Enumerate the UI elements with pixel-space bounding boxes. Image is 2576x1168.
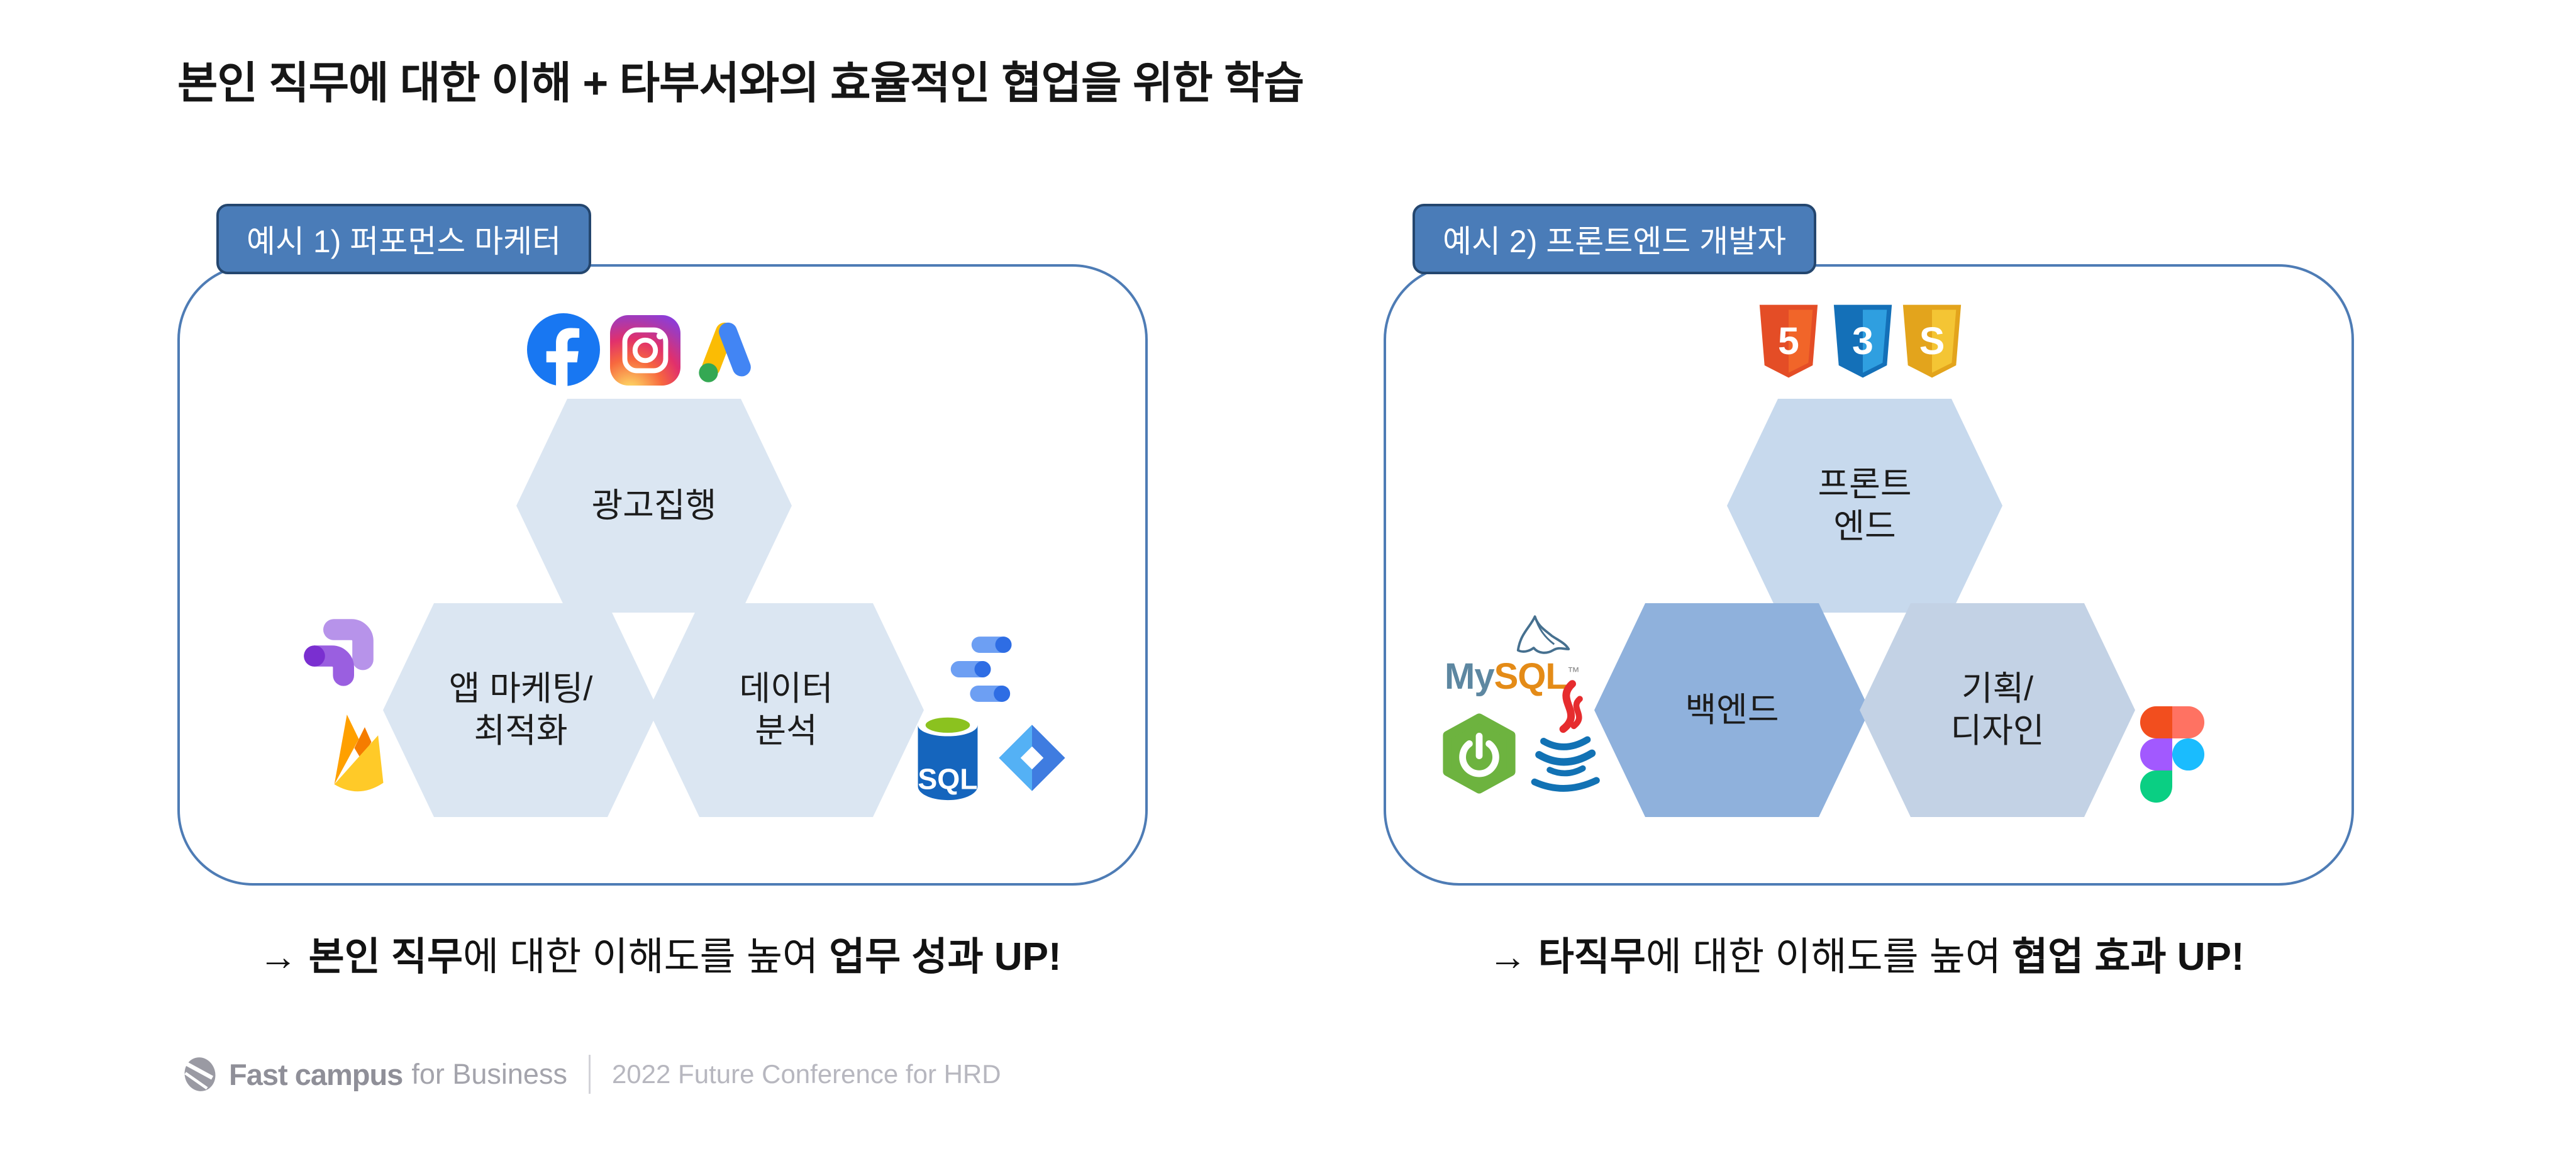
hexagon-app-marketing: 앱 마케팅/ 최적화 (383, 603, 658, 817)
spring-boot-icon (1438, 712, 1521, 795)
mysql-tm: ™ (1567, 665, 1580, 679)
hexagon-label-line1: 데이터 (739, 670, 833, 708)
conference-label: 2022 Future Conference for HRD (611, 1059, 1001, 1089)
css3-label: 3 (1852, 320, 1874, 362)
hexagon-label-line2: 디자인 (1950, 712, 2045, 750)
hexagon-label-line1: 앱 마케팅/ (448, 670, 593, 708)
caption-bold: 업무 성과 UP! (829, 935, 1062, 979)
javascript-shield-icon: S (1898, 303, 1966, 381)
azure-sql-icon: SQL (909, 706, 986, 806)
java-icon (1527, 678, 1602, 801)
html5-icon: 5 (1755, 303, 1823, 381)
hexagon-backend: 백엔드 (1594, 603, 1870, 817)
caption-bold: 타직무 (1538, 935, 1646, 979)
arrow-glyph: → (1488, 935, 1538, 979)
sql-label: SQL (918, 762, 977, 795)
hexagon-planning-design: 기획/ 디자인 (1860, 603, 2135, 817)
arrow-glyph: → (258, 935, 309, 979)
mysql-my: My (1445, 656, 1495, 697)
panel2-label: 예시 2) 프론트엔드 개발자 (1413, 204, 1817, 274)
panel2-caption: → 타직무에 대한 이해도를 높여 협업 효과 UP! (1384, 925, 2349, 981)
footer-divider (588, 1055, 591, 1094)
mysql-wordmark: MySQL™ (1445, 655, 1580, 698)
page-title: 본인 직무에 대한 이해 + 타부서와의 효율적인 협업을 위한 학습 (177, 58, 1304, 108)
figma-icon (2138, 703, 2206, 805)
firebase-icon (319, 706, 394, 805)
app-attribution-icon (297, 611, 385, 701)
hexagon-label-line2: 분석 (755, 712, 818, 750)
fastcampus-logo-icon (184, 1057, 216, 1091)
panel1-label: 예시 1) 퍼포먼스 마케터 (216, 204, 592, 274)
footer: Fast campus for Business 2022 Future Con… (182, 1049, 1001, 1099)
mysql-sql: SQL (1494, 656, 1568, 697)
mysql-dolphin-icon (1500, 609, 1572, 660)
hexagon-frontend: 프론트 엔드 (1727, 399, 2002, 613)
google-tag-manager-icon (995, 721, 1069, 795)
caption-text: 에 대한 이해도를 높여 (1645, 935, 2012, 979)
html5-label: 5 (1778, 320, 1799, 362)
panel1-caption: → 본인 직무에 대한 이해도를 높여 업무 성과 UP! (177, 925, 1143, 981)
hexagon-label-line2: 최적화 (474, 712, 568, 750)
instagram-icon (610, 315, 680, 386)
hexagon-label-line1: 기획/ (1961, 670, 2034, 708)
for-business-label: for Business (411, 1058, 567, 1090)
css3-icon: 3 (1829, 303, 1897, 381)
hexagon-label: 광고집행 (591, 486, 717, 525)
caption-bold: 본인 직무 (308, 935, 463, 979)
hexagon-label-line2: 엔드 (1833, 508, 1896, 545)
hexagon-label: 백엔드 (1685, 691, 1779, 729)
hexagon-data-analysis: 데이터 분석 (648, 603, 924, 817)
facebook-icon (527, 313, 600, 386)
js-label: S (1919, 320, 1945, 362)
google-ads-icon (689, 316, 763, 387)
hexagon-ad-execution: 광고집행 (516, 399, 792, 613)
looker-studio-icon (945, 632, 1025, 706)
caption-text: 에 대한 이해도를 높여 (462, 935, 830, 979)
fastcampus-wordmark: Fast campus (229, 1057, 403, 1091)
hexagon-label-line1: 프론트 (1818, 465, 1912, 504)
caption-bold: 협업 효과 UP! (2012, 935, 2245, 979)
